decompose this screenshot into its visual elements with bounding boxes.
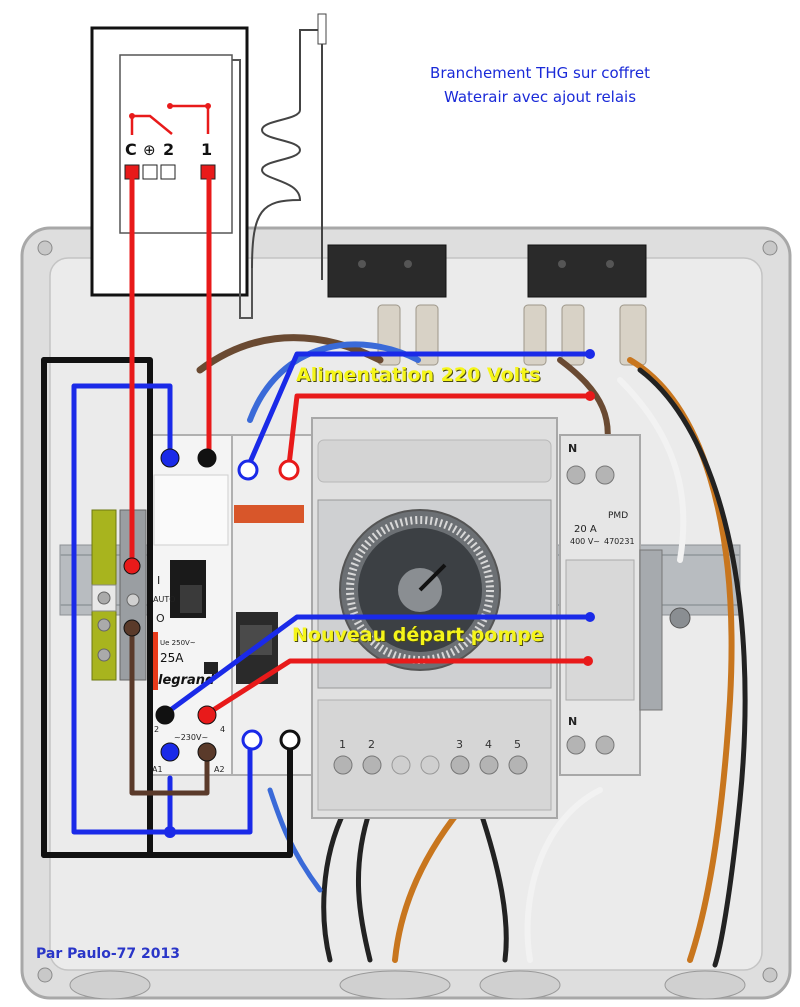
diagram-title-line-2: Waterair avec ajout relais [443, 88, 637, 106]
callout-supply: Alimentation 220 Volts [296, 364, 541, 386]
wire-red-supply [286, 393, 593, 468]
contactor-brand: legrand [158, 673, 215, 688]
thermostat-terminal-block [124, 164, 216, 180]
diagram-title-line-1: Branchement THG sur coffret [430, 64, 650, 82]
contactor-voltage-rating: Ue 250V~ [160, 639, 196, 647]
contactor-terminal-2: 2 [154, 725, 159, 734]
breaker-type: PMD [608, 511, 628, 521]
wire-red-pump [204, 658, 591, 717]
contactor-rating: 25A [160, 651, 184, 665]
contactor-terminal-4: 4 [220, 725, 225, 734]
thermostat-terminal-1: 1 [201, 140, 212, 159]
screw-bottom-left [37, 967, 53, 983]
thermostat-terminal-2: 2 [163, 140, 174, 159]
cable-gland-right [527, 244, 647, 298]
timer-terminal-3: 3 [456, 738, 463, 751]
right-terminal-screw [669, 607, 691, 629]
thermostat-capillary-bracket [232, 59, 253, 319]
author-credit: Par Paulo-77 2013 [36, 946, 180, 962]
contactor-off-label: O [156, 612, 165, 625]
connection-dots [123, 349, 595, 838]
right-terminal-block [639, 549, 663, 711]
contactor-terminal-a2: A2 [214, 765, 225, 774]
wire-brown-coil [129, 625, 210, 796]
breaker-model: 470231 [604, 537, 635, 546]
breaker-neutral-top: N [568, 442, 577, 455]
wire-blue-supply [245, 351, 593, 470]
callout-pump: Nouveau départ pompe [292, 624, 544, 646]
thermostat-probe [317, 13, 327, 45]
bottom-glands [69, 970, 746, 1000]
timer-terminal-2: 2 [368, 738, 375, 751]
wire-blue-pump [162, 614, 593, 717]
thermostat-pivot [129, 113, 135, 119]
contactor-coil-label: ~230V~ [174, 733, 208, 742]
breaker-rating: 20 A [574, 524, 597, 535]
thermostat-body [119, 54, 233, 234]
earth-terminal-block [91, 509, 117, 681]
thermostat-terminal-earth: ⊕ [143, 141, 156, 159]
thermostat-capillary-coil [251, 29, 323, 280]
contactor-auto-label: AUTO [153, 595, 176, 604]
timer-terminal-4: 4 [485, 738, 492, 751]
contactor-on-label: I [157, 574, 160, 587]
timer-terminal-1: 1 [339, 738, 346, 751]
breaker-module-left [231, 434, 313, 776]
thermostat-pivot [205, 103, 211, 109]
screw-bottom-right [762, 967, 778, 983]
breaker-neutral-bottom: N [568, 715, 577, 728]
thermostat-pivot [167, 103, 173, 109]
thermostat-switch-contact [130, 114, 173, 135]
breaker-voltage: 400 V~ [570, 537, 600, 546]
wire-blue-contactor [71, 383, 253, 835]
thermostat-terminal-c: C [125, 140, 137, 159]
timer-terminal-5: 5 [514, 738, 521, 751]
contactor-terminal-a1: A1 [152, 765, 163, 774]
screw-top-right [762, 240, 778, 256]
wiring-overlay [41, 176, 593, 858]
screw-top-left [37, 240, 53, 256]
cable-gland-left [327, 244, 447, 298]
